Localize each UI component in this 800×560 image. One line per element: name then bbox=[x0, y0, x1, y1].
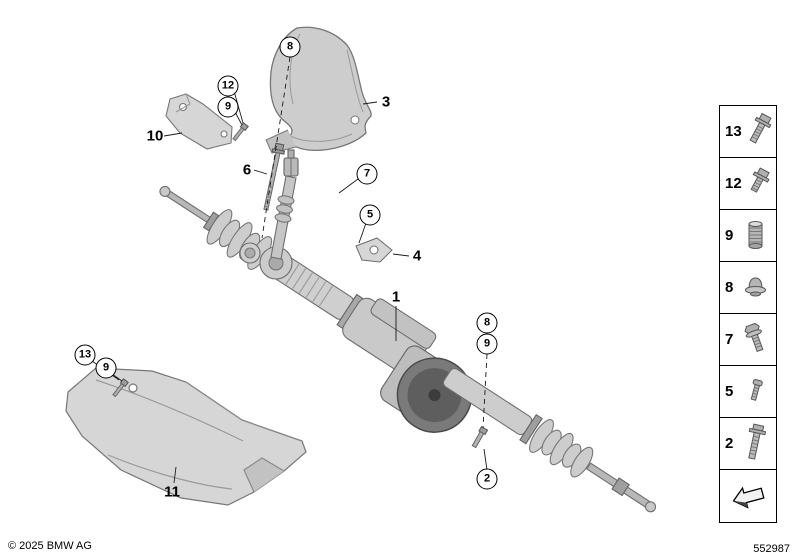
hex-flange-bolt-icon bbox=[749, 112, 772, 144]
callout-9-bottom[interactable]: 9 bbox=[95, 357, 117, 379]
legend-row-label: 5 bbox=[725, 383, 734, 400]
legend-row-2[interactable]: 2 bbox=[720, 418, 776, 470]
legend-row-5[interactable]: 5 bbox=[720, 366, 776, 418]
callout-12[interactable]: 12 bbox=[217, 75, 239, 97]
small-fasteners bbox=[112, 122, 489, 449]
callout-2[interactable]: 2 bbox=[476, 468, 498, 490]
legend-row-label: 13 bbox=[725, 123, 742, 140]
heat-shield-lower bbox=[65, 367, 307, 506]
flange-nut-icon bbox=[745, 276, 766, 296]
copyright-text: © 2025 BMW AG bbox=[8, 540, 92, 552]
bolt-part-6 bbox=[263, 142, 286, 211]
callout-7[interactable]: 7 bbox=[356, 163, 378, 185]
legend-row-13[interactable]: 13 bbox=[720, 106, 776, 158]
label-4[interactable]: 4 bbox=[412, 247, 422, 265]
label-10[interactable]: 10 bbox=[146, 127, 164, 145]
label-1[interactable]: 1 bbox=[391, 288, 401, 306]
steering-input-shaft bbox=[239, 149, 299, 280]
mounting-bracket bbox=[165, 93, 233, 150]
legend-row-9[interactable]: 9 bbox=[720, 210, 776, 262]
clamp-bracket bbox=[355, 237, 393, 263]
legend-row-label: 12 bbox=[725, 175, 742, 192]
legend-row-7[interactable]: 7 bbox=[720, 314, 776, 366]
direction-arrow-icon bbox=[732, 486, 765, 509]
label-11[interactable]: 11 bbox=[164, 483, 180, 501]
hex-bolt-icon bbox=[744, 322, 764, 352]
legend-row-label: 8 bbox=[725, 279, 734, 296]
screw-icon bbox=[750, 378, 763, 401]
threaded-insert-icon bbox=[748, 220, 763, 249]
legend-row-8[interactable]: 8 bbox=[720, 262, 776, 314]
long-bolt-icon bbox=[748, 423, 767, 460]
callout-13[interactable]: 13 bbox=[74, 344, 96, 366]
diagram-number: 552987 bbox=[753, 543, 790, 555]
label-6[interactable]: 6 bbox=[242, 161, 252, 179]
label-3[interactable]: 3 bbox=[381, 93, 391, 111]
hex-flange-bolt-icon bbox=[750, 166, 770, 193]
callout-8-right[interactable]: 8 bbox=[476, 312, 498, 334]
legend-row-label: 7 bbox=[725, 331, 734, 348]
heat-shield-upper bbox=[265, 26, 372, 154]
fastener-legend: 13 12 9 bbox=[719, 105, 777, 523]
legend-row-12[interactable]: 12 bbox=[720, 158, 776, 210]
callout-8-top[interactable]: 8 bbox=[279, 36, 301, 58]
callout-9-left[interactable]: 9 bbox=[217, 96, 239, 118]
callout-5[interactable]: 5 bbox=[359, 204, 381, 226]
callout-9-right[interactable]: 9 bbox=[476, 333, 498, 355]
legend-direction-cell bbox=[720, 470, 776, 522]
legend-row-label: 2 bbox=[725, 435, 734, 452]
legend-row-label: 9 bbox=[725, 227, 734, 244]
